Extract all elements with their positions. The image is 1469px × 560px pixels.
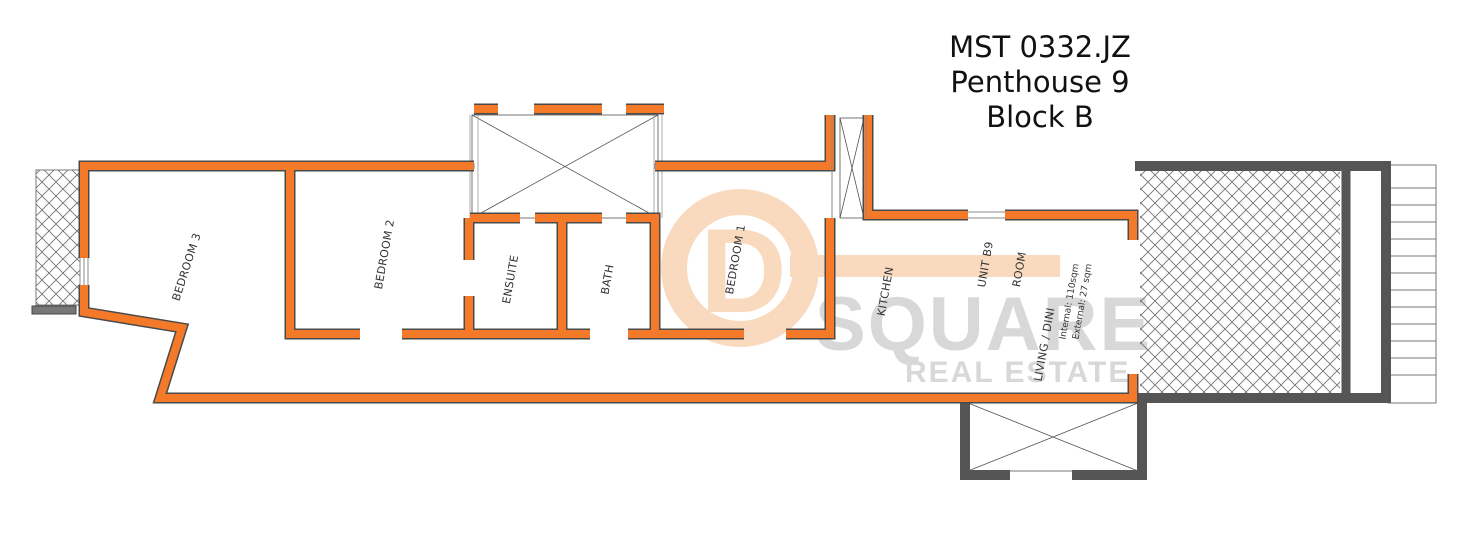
block-name: Block B xyxy=(986,100,1094,134)
watermark-letter: D xyxy=(700,204,787,338)
left-balcony-hatch xyxy=(35,169,81,306)
external-stairs xyxy=(1387,164,1437,404)
balcony-ledge xyxy=(31,305,77,315)
top-shaft-window-lines xyxy=(469,115,663,218)
plan-title-block: MST 0332.JZ Penthouse 9 Block B xyxy=(900,30,1180,135)
label-bedroom-3: BEDROOM 3 xyxy=(170,231,204,302)
small-shaft-cross xyxy=(839,117,865,219)
bottom-shaft-cross xyxy=(967,402,1139,472)
label-bedroom-2: BEDROOM 2 xyxy=(372,218,397,290)
stair-treads xyxy=(1388,187,1436,376)
watermark-key-bar xyxy=(790,255,1060,277)
terrace-hatch xyxy=(1140,170,1340,394)
hatched-areas xyxy=(35,169,1340,394)
watermark-tagline: REAL ESTATE xyxy=(905,356,1130,389)
wall-fills xyxy=(80,105,1137,402)
label-room: ROOM xyxy=(1010,251,1029,288)
terrace-outer-wall xyxy=(1135,161,1391,403)
unit-name: Penthouse 9 xyxy=(950,65,1130,99)
stair-outline xyxy=(1387,164,1437,404)
watermark-brand: SQUARE xyxy=(815,282,1152,367)
walls xyxy=(78,103,1139,404)
window-lines xyxy=(79,115,1005,285)
terrace-walls xyxy=(31,161,1391,480)
bottom-shaft-wall xyxy=(960,403,1147,480)
label-ensuite: ENSUITE xyxy=(500,254,521,305)
top-shaft-cross xyxy=(471,114,659,219)
label-bath: BATH xyxy=(599,263,617,295)
property-reference: MST 0332.JZ xyxy=(949,30,1131,64)
